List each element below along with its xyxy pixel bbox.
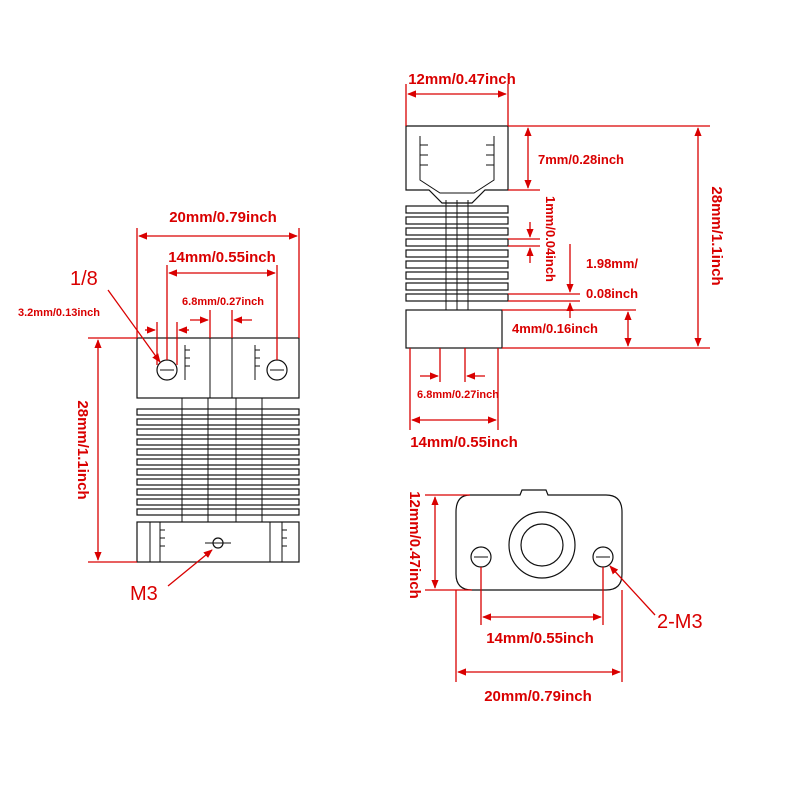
thread-callout-top-label: 1/8 [70,268,98,290]
side-bottom-width-dimension: 14mm/0.55inch [409,348,518,451]
side-bore-label: 6.8mm/0.27inch [417,389,499,401]
thread-callout-bottom-label: M3 [130,583,158,605]
side-top-block-height-label: 7mm/0.28inch [538,152,624,167]
holes-callout: 2-M3 [609,565,703,633]
side-fin-thickness-label: 1mm/0.04inch [543,196,558,282]
thread-callout-top: 1/8 [70,268,161,363]
side-view-body [405,125,509,349]
top-view-hole-spacing-label: 14mm/0.55inch [486,630,594,647]
side-fin-gap-dimension: 1.98mm/ 0.08inch [508,244,638,318]
front-slot-dimension: 6.8mm/0.27inch [182,296,264,338]
side-top-width-label: 12mm/0.47inch [408,71,516,88]
front-view-body [136,337,300,563]
front-hole-spacing-label: 14mm/0.55inch [168,249,276,266]
side-height-label: 28mm/1.1inch [708,186,725,285]
side-base-height-dimension: 4mm/0.16inch [502,309,636,349]
top-view-width-label: 20mm/0.79inch [484,688,592,705]
side-base-height-label: 4mm/0.16inch [512,321,598,336]
side-bottom-width-label: 14mm/0.55inch [410,434,518,451]
side-fin-gap-label-1: 1.98mm/ [586,256,638,271]
front-slot-label: 6.8mm/0.27inch [182,296,264,308]
side-bore-dimension: 6.8mm/0.27inch [417,348,499,401]
top-view-hole-spacing-dimension: 14mm/0.55inch [480,567,604,647]
side-fin-gap-label-2: 0.08inch [586,286,638,301]
side-fin-thickness-dimension: 1mm/0.04inch [508,196,558,282]
side-top-width-dimension: 12mm/0.47inch [405,71,516,126]
front-height-label: 28mm/1.1inch [74,400,91,499]
front-width-label: 20mm/0.79inch [169,209,277,226]
front-height-dimension: 28mm/1.1inch [74,337,137,563]
top-view-width-dimension: 20mm/0.79inch [455,590,623,705]
front-width-dimension: 20mm/0.79inch [136,209,300,338]
front-hole-diameter-dimension: 3.2mm/0.13inch [18,307,189,365]
front-hole-spacing-dimension: 14mm/0.55inch [166,249,278,360]
top-view-depth-dimension: 12mm/0.47inch [406,491,472,599]
front-view: 20mm/0.79inch 14mm/0.55inch 6.8mm/0.27in… [18,209,300,605]
side-top-block-height-dimension: 7mm/0.28inch [508,125,624,191]
thread-callout-bottom: M3 [130,549,213,605]
side-height-dimension: 28mm/1.1inch [540,125,725,349]
holes-callout-label: 2-M3 [657,611,703,633]
side-view: 12mm/0.47inch 7mm/0.28inch 1mm/0.04inch … [405,71,725,451]
front-hole-diameter-label: 3.2mm/0.13inch [18,307,100,319]
top-view-depth-label: 12mm/0.47inch [406,491,423,599]
top-view: 12mm/0.47inch 14mm/0.55inch 20mm/0.79inc… [406,489,703,705]
